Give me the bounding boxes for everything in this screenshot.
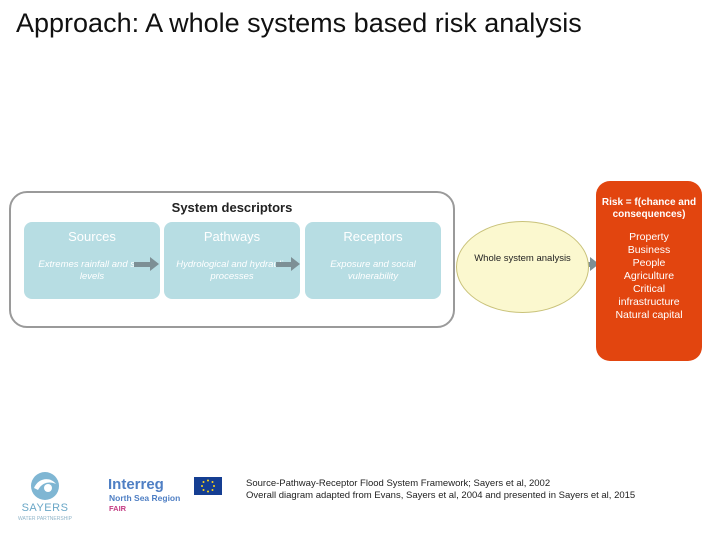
arrow-shaft: [134, 262, 152, 267]
risk-box: Risk = f(chance and consequences) Proper…: [596, 181, 702, 361]
interreg-project: FAIR: [109, 504, 127, 513]
arrow-sources-to-pathways: [150, 257, 159, 271]
risk-item: Agriculture: [623, 270, 675, 282]
eu-flag-icon: [194, 477, 222, 495]
risk-title: Risk = f(chance and consequences): [601, 197, 697, 220]
slide-title: Approach: A whole systems based risk ana…: [16, 8, 582, 38]
interreg-region: North Sea Region: [109, 493, 181, 503]
stage-title: Sources: [68, 229, 116, 244]
risk-item: Business: [627, 244, 671, 256]
figure-caption: Source-Pathway-Receptor Flood System Fra…: [246, 478, 635, 502]
sayers-wordmark: SAYERS: [21, 502, 69, 514]
stage-receptors: Receptors Exposure and social vulnerabil…: [305, 222, 441, 299]
risk-item: infrastructure: [618, 296, 680, 308]
sayers-emblem-icon: [31, 472, 59, 500]
stage-title: Receptors: [343, 229, 403, 244]
arrow-analysis-to-risk: [590, 257, 599, 271]
system-descriptors-label: System descriptors: [171, 200, 293, 215]
risk-item: Property: [629, 231, 669, 243]
sayers-tagline: WATER PARTNERSHIP: [18, 516, 72, 522]
stage-description: Exposure and social vulnerability: [330, 259, 416, 282]
interreg-wordmark: Interreg: [108, 476, 164, 493]
arrow-pathways-to-receptors: [291, 257, 300, 271]
arrow-shaft: [276, 262, 292, 267]
risk-item: People: [632, 257, 666, 269]
stage-description: Extremes rainfall and sea levels: [38, 259, 146, 282]
analysis-label: Whole system analysis: [474, 253, 571, 264]
stage-title: Pathways: [203, 229, 261, 244]
caption-line: Source-Pathway-Receptor Flood System Fra…: [246, 478, 551, 489]
stage-pathways: Pathways Hydrological and hydraulic proc…: [164, 222, 300, 299]
sayers-logo: SAYERS WATER PARTNERSHIP: [14, 470, 76, 526]
stage-description: Hydrological and hydraulic processes: [176, 259, 288, 282]
caption-line: Overall diagram adapted from Evans, Saye…: [246, 490, 636, 501]
risk-item: Critical: [632, 283, 666, 295]
whole-system-analysis-node: Whole system analysis: [456, 221, 589, 313]
interreg-logo: Interreg North Sea Region FAIR: [108, 476, 238, 520]
stage-sources: Sources Extremes rainfall and sea levels: [24, 222, 160, 299]
arrow-shaft: [588, 262, 591, 267]
risk-item: Natural capital: [615, 309, 683, 321]
risk-items: Property Business People Agriculture Cri…: [596, 231, 702, 322]
